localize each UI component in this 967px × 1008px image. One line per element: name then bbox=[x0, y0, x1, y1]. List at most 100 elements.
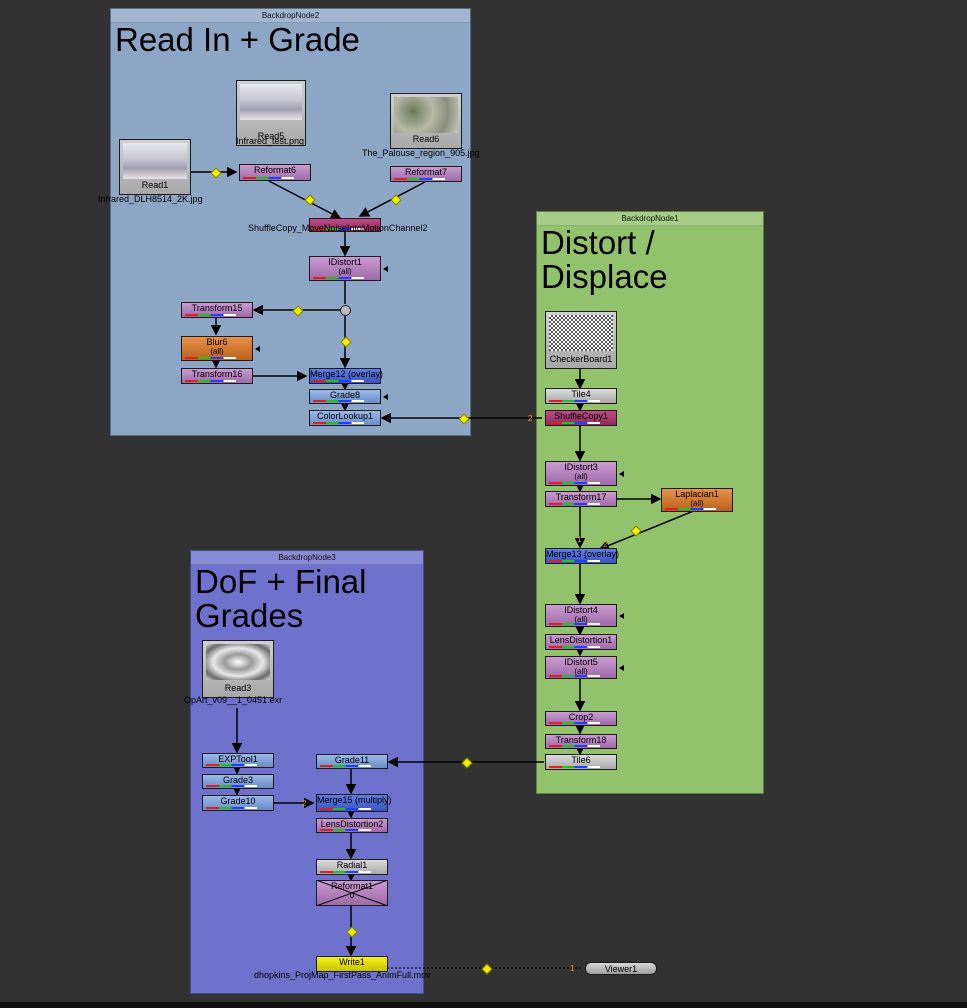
grade3-node[interactable]: Grade3 bbox=[202, 774, 274, 789]
node-label: Merge12 (overlay) bbox=[310, 369, 384, 379]
shufflecopy1-node[interactable]: ShuffleCopy1 bbox=[545, 410, 617, 426]
channel-indicator bbox=[394, 178, 458, 180]
node-label: Merge15 (multiply) bbox=[317, 795, 392, 805]
exptool1-node[interactable]: EXPTool1 bbox=[202, 753, 274, 768]
mask-input-arrow[interactable] bbox=[255, 307, 260, 313]
radial1-node[interactable]: Radial1 bbox=[316, 859, 388, 875]
channel-indicator bbox=[549, 675, 613, 677]
channel-indicator bbox=[206, 807, 270, 809]
lensdistortion2-node[interactable]: LensDistortion2 bbox=[316, 818, 388, 833]
grade10-node[interactable]: Grade10 bbox=[202, 795, 274, 811]
merge13-node[interactable]: Merge13 (overlay) bbox=[545, 548, 620, 564]
mask-input-arrow[interactable] bbox=[619, 470, 624, 477]
channel-indicator bbox=[313, 228, 377, 230]
merge15-node[interactable]: Merge15 (multiply) bbox=[316, 794, 392, 812]
reformat1-node-disabled[interactable]: Reformat1 0 bbox=[316, 880, 388, 906]
grade11-node[interactable]: Grade11 bbox=[316, 754, 388, 769]
backdrop-header: BackdropNode2 bbox=[111, 9, 470, 23]
reformat7-node[interactable]: Reformat7 bbox=[390, 166, 462, 182]
channel-indicator bbox=[185, 380, 249, 382]
node-label: Read5 bbox=[257, 131, 285, 141]
idistort5-node[interactable]: IDistort5 (all) bbox=[545, 656, 624, 679]
mask-input-arrow[interactable] bbox=[383, 265, 388, 272]
node-label: Read1 bbox=[141, 180, 169, 190]
shufflecopy-node[interactable] bbox=[309, 218, 381, 232]
blur6-node[interactable]: Blur6 (all) bbox=[181, 336, 260, 361]
node-label: Grade3 bbox=[222, 775, 254, 785]
backdrop-title: Distort / Displace bbox=[541, 224, 668, 295]
read5-node[interactable]: Read5 bbox=[236, 80, 306, 146]
bottom-border bbox=[0, 1002, 967, 1008]
channel-indicator bbox=[206, 785, 270, 787]
pipe-elbow[interactable] bbox=[340, 305, 351, 316]
transform18-node[interactable]: Transform18 bbox=[545, 734, 617, 749]
lensdistortion1-node[interactable]: LensDistortion1 bbox=[545, 634, 617, 650]
node-label: Transform16 bbox=[191, 369, 243, 379]
merge12-node[interactable]: Merge12 (overlay) bbox=[309, 368, 384, 384]
node-label: IDistort1 bbox=[328, 257, 362, 267]
pipe-number: 1 bbox=[570, 964, 575, 973]
read6-node[interactable]: Read6 bbox=[390, 93, 462, 149]
read5-filename: Infrared_test.png bbox=[236, 136, 305, 146]
write1-node[interactable]: Write1 bbox=[316, 956, 388, 972]
node-label: EXPTool1 bbox=[218, 754, 258, 764]
idistort3-node[interactable]: IDistort3 (all) bbox=[545, 461, 624, 486]
pipe-number: 2 bbox=[603, 540, 608, 549]
read1-node[interactable]: Read1 bbox=[119, 139, 191, 195]
read1-filename: Infrared_DLH8514_2K.jpg bbox=[98, 194, 203, 204]
node-sublabel: (all) bbox=[574, 472, 588, 481]
backdrop-node2[interactable]: BackdropNode2 Read In + Grade bbox=[110, 8, 471, 436]
node-label: Merge13 (overlay) bbox=[546, 549, 620, 559]
tile6-node[interactable]: Tile6 bbox=[545, 754, 617, 770]
node-label: Laplacian1 bbox=[675, 489, 719, 499]
mask-input-arrow[interactable] bbox=[619, 664, 624, 671]
backdrop-node3[interactable]: BackdropNode3 DoF + Final Grades bbox=[190, 550, 424, 994]
node-label: LensDistortion1 bbox=[549, 635, 613, 645]
node-label: IDistort3 bbox=[564, 462, 598, 472]
node-label: Read6 bbox=[412, 134, 440, 144]
checkerboard1-node[interactable]: CheckerBoard1 bbox=[545, 311, 617, 369]
pipe-number: 1 bbox=[577, 535, 582, 544]
node-label: Grade10 bbox=[220, 796, 256, 806]
node-sublabel: (all) bbox=[574, 615, 588, 624]
channel-indicator bbox=[549, 503, 613, 505]
node-label: Viewer1 bbox=[604, 964, 638, 974]
node-label: LensDistortion2 bbox=[320, 819, 384, 829]
reformat6-node[interactable]: Reformat6 bbox=[239, 164, 311, 181]
backdrop-header: BackdropNode3 bbox=[191, 551, 423, 565]
channel-indicator bbox=[549, 422, 613, 424]
channel-indicator bbox=[549, 560, 613, 562]
laplacian1-node[interactable]: Laplacian1 (all) bbox=[661, 488, 733, 512]
channel-indicator bbox=[313, 422, 377, 424]
channel-indicator bbox=[549, 400, 613, 402]
node-label: IDistort4 bbox=[564, 605, 598, 615]
channel-indicator bbox=[549, 766, 613, 768]
tile4-node[interactable]: Tile4 bbox=[545, 388, 617, 404]
transform16-node[interactable]: Transform16 bbox=[181, 368, 253, 384]
mask-input-arrow[interactable] bbox=[383, 393, 388, 400]
idistort4-node[interactable]: IDistort4 (all) bbox=[545, 604, 624, 627]
backdrop-title: DoF + Final Grades bbox=[195, 563, 367, 634]
transform15-node[interactable]: Transform15 bbox=[181, 302, 260, 318]
idistort1-node[interactable]: IDistort1 (all) bbox=[309, 256, 388, 281]
node-label: Write1 bbox=[339, 957, 365, 967]
channel-indicator bbox=[665, 508, 729, 510]
read3-node[interactable]: Read3 bbox=[202, 640, 274, 698]
viewer1-node[interactable]: Viewer1 bbox=[585, 962, 657, 975]
mask-input-arrow[interactable] bbox=[255, 345, 260, 352]
node-label: Grade8 bbox=[329, 390, 361, 400]
node-label: Crop2 bbox=[568, 712, 594, 722]
channel-indicator bbox=[549, 623, 613, 625]
node-label: ShuffleCopy1 bbox=[554, 411, 608, 421]
colorlookup1-node[interactable]: ColorLookup1 bbox=[309, 410, 381, 426]
grade8-node[interactable]: Grade8 bbox=[309, 389, 388, 404]
thumbnail-image bbox=[394, 97, 458, 133]
thumbnail-image bbox=[123, 143, 187, 179]
channel-indicator bbox=[185, 314, 249, 316]
transform17-node[interactable]: Transform17 bbox=[545, 491, 617, 507]
mask-input-arrow[interactable] bbox=[619, 612, 624, 619]
crop2-node[interactable]: Crop2 bbox=[545, 711, 617, 726]
read3-filename: OpArt_v09__1_0451.exr bbox=[184, 695, 283, 705]
thumbnail-image bbox=[549, 315, 613, 351]
